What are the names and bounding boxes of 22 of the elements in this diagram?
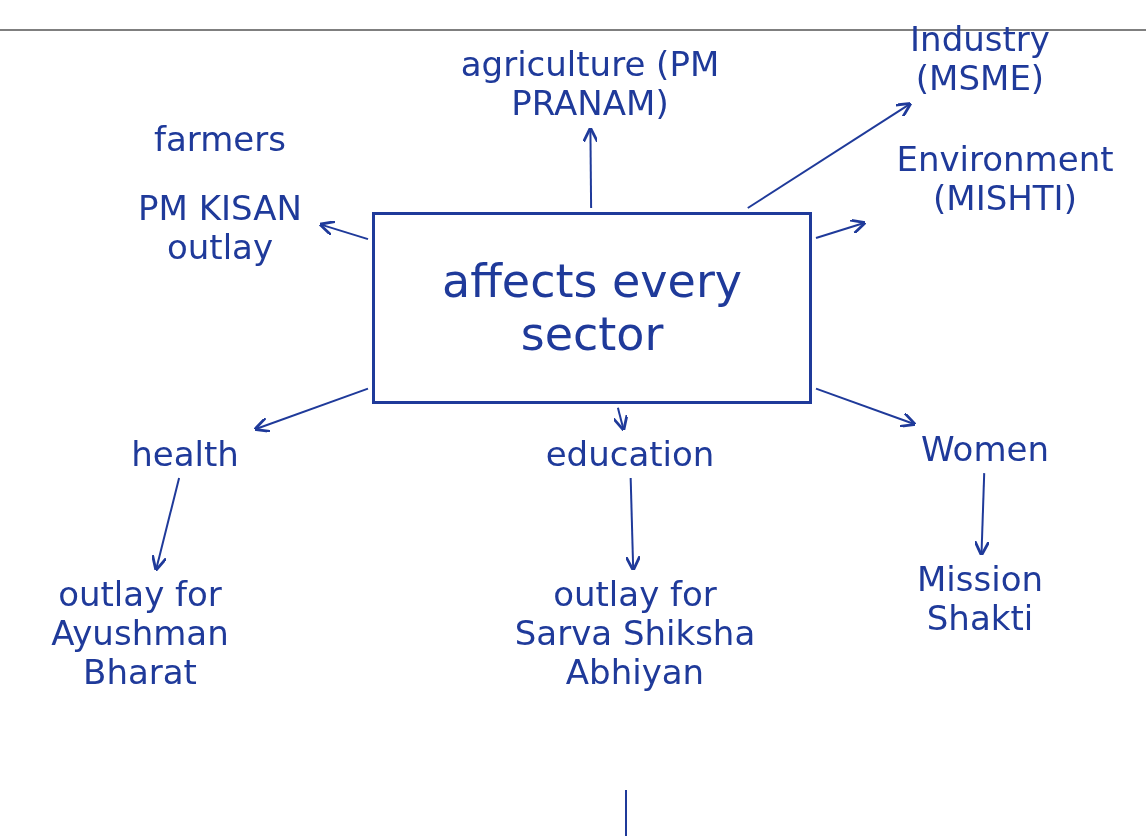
note-text: Women	[900, 430, 1070, 470]
arrow	[151, 477, 181, 572]
arrow	[815, 387, 917, 428]
sector-box: affects every sector	[372, 212, 812, 404]
note-text: Mission Shakti	[880, 560, 1080, 639]
arrow	[973, 472, 991, 557]
arrow	[746, 102, 913, 209]
note-text: agriculture (PM PRANAM)	[440, 45, 740, 124]
arrow	[582, 126, 599, 209]
note-text: Industry (MSME)	[880, 20, 1080, 99]
note-text: outlay for Ayushman Bharat	[20, 575, 260, 693]
note-text: education	[510, 435, 750, 475]
arrow	[815, 218, 867, 240]
note-text: outlay for Sarva Shiksha Abhiyan	[510, 575, 760, 693]
arrow	[253, 387, 369, 433]
note-text: health	[100, 435, 270, 475]
note-text: PM KISAN outlay	[137, 189, 303, 268]
arrow	[318, 220, 369, 241]
note-text: farmers	[153, 120, 287, 160]
arrow	[624, 477, 642, 572]
note-text: Environment (MISHTI)	[870, 140, 1140, 219]
arrow	[612, 406, 629, 432]
